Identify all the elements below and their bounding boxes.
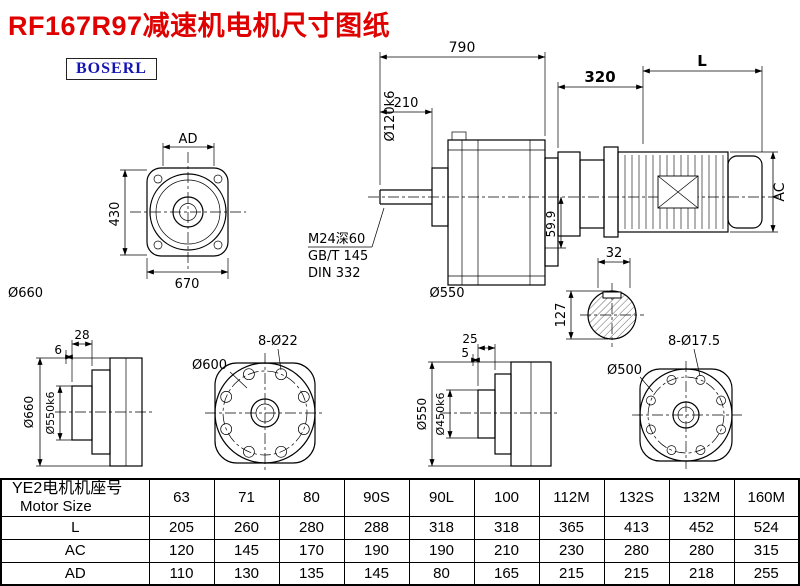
value-cell: 318 [408,515,475,540]
bottom-view-4: Ø500 8-Ø17.5 [607,334,742,469]
bottom-view-2: Ø600 8-Ø22 [192,334,325,473]
size-cell: 90L [408,478,475,517]
keyway [602,291,622,299]
row-label: L [0,515,150,540]
dim-500-label: Ø500 [607,363,642,378]
size-cell: 71 [213,478,280,517]
value-cell: 120 [148,538,215,563]
value-cell: 255 [733,561,800,586]
dim-450k6-label: Ø450k6 [434,392,447,435]
dim-front-660-label: Ø660 [8,286,43,301]
value-cell: 190 [408,538,475,563]
dim-550k6-label: Ø550k6 [44,391,57,434]
dim-28-label: 28 [74,328,89,342]
table-row-ac: AC 120 145 170 190 190 210 230 280 280 3… [0,538,800,563]
dim-32-label: 32 [606,246,623,261]
value-cell: 205 [148,515,215,540]
dim-430-label: 430 [108,202,123,227]
dim-ad-label: AD [179,132,198,147]
front-view-drawing: AD 430 670 Ø660 [8,132,246,301]
dim-l-label: L [697,52,707,70]
gearbox-body [447,139,546,286]
value-cell: 145 [213,538,280,563]
dim-thread-m24-label: M24深60 [308,232,365,247]
dim-8x175-label: 8-Ø17.5 [668,334,720,349]
value-cell: 135 [278,561,345,586]
dim-210-label: 210 [394,96,419,111]
header-cn: YE2电机机座号 [12,480,123,498]
value-cell: 413 [603,515,670,540]
value-cell: 288 [343,515,410,540]
size-cell: 160M [733,478,800,517]
value-cell: 210 [473,538,540,563]
value-cell: 80 [408,561,475,586]
row-label: AC [0,538,150,563]
dim-600-label: Ø600 [192,358,227,373]
value-cell: 365 [538,515,605,540]
dim-127-label: 127 [554,303,569,328]
table-row-l: L 205 260 280 288 318 318 365 413 452 52… [0,515,800,540]
value-cell: 452 [668,515,735,540]
dim-shaft-120k6-label: Ø120k6 [383,91,398,142]
page-title: RF167R97减速机电机尺寸图纸 [8,11,391,41]
table-row-ad: AD 110 130 135 145 80 165 215 215 218 25… [0,561,800,586]
fan-cover [727,155,763,229]
value-cell: 280 [668,538,735,563]
dim-320-label: 320 [584,68,615,86]
standard-din332-label: DIN 332 [308,266,361,281]
value-cell: 230 [538,538,605,563]
value-cell: 215 [538,561,605,586]
value-cell: 170 [278,538,345,563]
dim-599-label: 59.9 [544,211,558,238]
size-cell: 132M [668,478,735,517]
dim-side-550-label: Ø550 [429,286,464,301]
dim-5-label: 5 [461,346,469,360]
dim-b3-550-label: Ø550 [415,398,429,430]
dim-25-label: 25 [462,332,477,346]
shaft-section-drawing: 32 127 [554,246,644,347]
size-cell: 100 [473,478,540,517]
dim-6-label: 6 [54,343,62,357]
value-cell: 260 [213,515,280,540]
motor-view-drawing: AC L 320 [557,52,788,238]
value-cell: 315 [733,538,800,563]
value-cell: 110 [148,561,215,586]
brand-logo: BOSERL [66,58,157,80]
value-cell: 524 [733,515,800,540]
size-cell: 63 [148,478,215,517]
value-cell: 280 [278,515,345,540]
dim-670-label: 670 [175,277,200,292]
dim-8x22-label: 8-Ø22 [258,334,298,349]
row-label: AD [0,561,150,586]
value-cell: 165 [473,561,540,586]
bottom-view-3: 25 5 Ø550 Ø450k6 [415,332,560,467]
motor-size-header-cell: YE2电机机座号 Motor Size [0,478,150,517]
size-cell: 112M [538,478,605,517]
size-cell: 132S [603,478,670,517]
dim-ac-label: AC [772,182,788,201]
value-cell: 280 [603,538,670,563]
side-view-drawing: 790 210 Ø120k6 M24深60 GB/T 145 DIN 332 5… [308,40,782,301]
front-flange-outline [146,167,229,257]
motor-dimensions-table: YE2电机机座号 Motor Size 63 71 80 90S 90L 100… [0,478,800,586]
technical-drawing: AD 430 670 Ø660 790 210 Ø120k6 M24深60 [8,40,788,473]
value-cell: 130 [213,561,280,586]
dim-790-label: 790 [449,40,476,56]
value-cell: 318 [473,515,540,540]
header-en: Motor Size [20,498,92,516]
value-cell: 190 [343,538,410,563]
size-cell: 90S [343,478,410,517]
value-cell: 145 [343,561,410,586]
value-cell: 215 [603,561,670,586]
standard-gbt145-label: GB/T 145 [308,249,368,264]
bottom-view-1: 28 6 Ø660 Ø550k6 [22,328,152,467]
shaft-section-circle [587,290,637,340]
dim-b1-660-label: Ø660 [22,396,36,428]
value-cell: 218 [668,561,735,586]
size-cell: 80 [278,478,345,517]
